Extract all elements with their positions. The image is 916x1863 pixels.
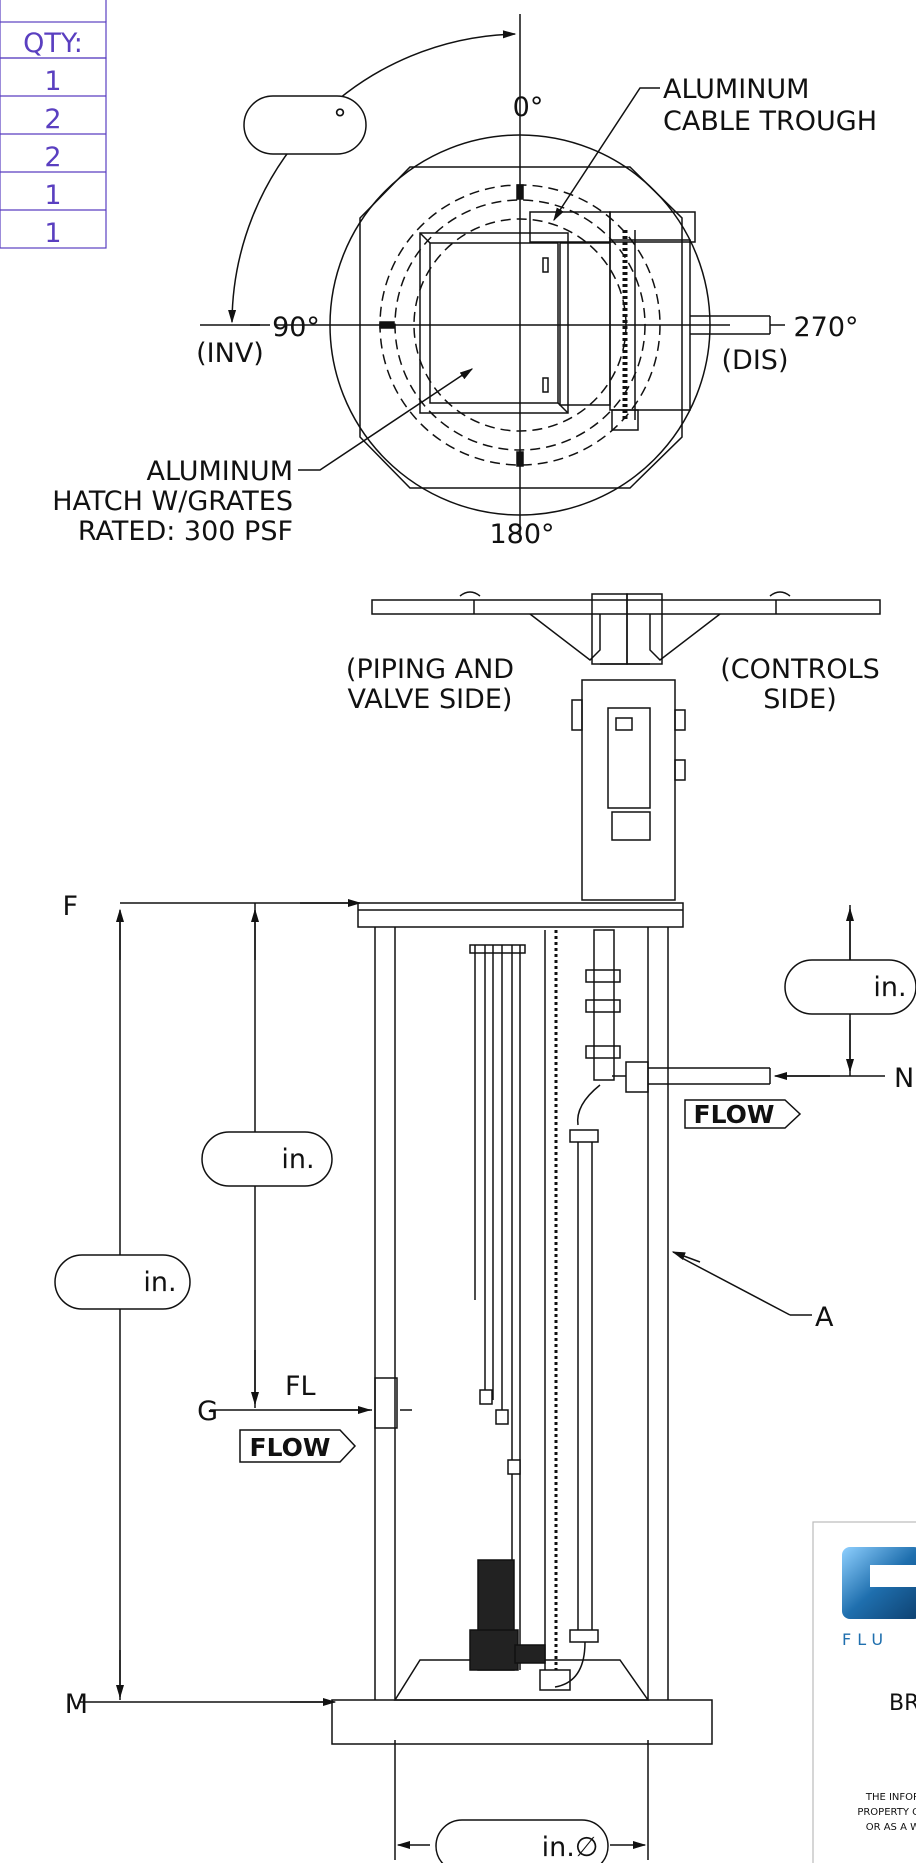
dimension-input-diameter[interactable]: in.∅ (435, 1819, 609, 1863)
angle-0-label: 0° (513, 92, 544, 123)
plan-view (200, 14, 785, 535)
dimension-unit-height: in. (143, 1267, 176, 1298)
point-g-label: G (197, 1396, 218, 1427)
elevation-view (80, 591, 885, 1860)
dimension-unit-fl: in. (281, 1144, 314, 1175)
qty-header: QTY: (23, 28, 83, 59)
fl-label: FL (285, 1371, 316, 1402)
dis-label: (DIS) (722, 345, 789, 376)
disclaimer-line1: THE INFOR (865, 1792, 916, 1803)
angle-90-label: 90° (272, 312, 320, 343)
rotation-input[interactable]: ° (243, 95, 367, 155)
qty-row-5: 1 (44, 218, 61, 249)
disclaimer-line3: OR AS A W (866, 1822, 916, 1833)
dimension-unit-diameter: in.∅ (542, 1832, 599, 1863)
brand-label: FLU (842, 1630, 889, 1649)
flow-tag-inlet: FLOW (239, 1429, 357, 1463)
title-block: FLU BR THE INFOR PROPERTY O OR AS A W (812, 1521, 916, 1863)
flow-tag-discharge: FLOW (684, 1099, 802, 1129)
flow-label-discharge: FLOW (694, 1100, 775, 1129)
dimension-input-height[interactable]: in. (54, 1254, 191, 1310)
flow-label-inlet: FLOW (250, 1433, 331, 1462)
disclaimer-line2: PROPERTY O (857, 1807, 916, 1818)
trough-label-line1: ALUMINUM (663, 74, 809, 105)
qty-row-3: 2 (44, 142, 61, 173)
point-a-label: A (815, 1302, 834, 1333)
point-f-label: F (62, 891, 78, 922)
point-n-label: N (894, 1063, 914, 1094)
controls-side-label-line2: SIDE) (763, 684, 837, 715)
dimension-input-top-right[interactable]: in. (784, 959, 916, 1015)
hatch-label-line1: ALUMINUM (147, 456, 293, 487)
hatch-label-line2: HATCH W/GRATES (52, 486, 293, 517)
controls-side-label-line1: (CONTROLS (720, 654, 880, 685)
company-logo (842, 1547, 916, 1619)
angle-270-label: 270° (793, 312, 858, 343)
point-m-label: M (65, 1689, 88, 1720)
inv-label: (INV) (196, 338, 264, 369)
angle-180-label: 180° (489, 519, 554, 550)
hatch-label-line3: RATED: 300 PSF (78, 516, 293, 547)
piping-side-label-line1: (PIPING AND (346, 654, 514, 685)
qty-row-1: 1 (44, 66, 61, 97)
qty-table (0, 0, 107, 249)
qty-row-2: 2 (44, 104, 61, 135)
dimension-input-fl[interactable]: in. (201, 1131, 333, 1187)
title-fragment: BR (889, 1691, 916, 1716)
qty-row-4: 1 (44, 180, 61, 211)
dimension-unit-top-right: in. (873, 972, 906, 1003)
piping-side-label-line2: VALVE SIDE) (348, 684, 513, 715)
rotation-unit: ° (333, 104, 347, 135)
trough-label-line2: CABLE TROUGH (663, 106, 877, 137)
